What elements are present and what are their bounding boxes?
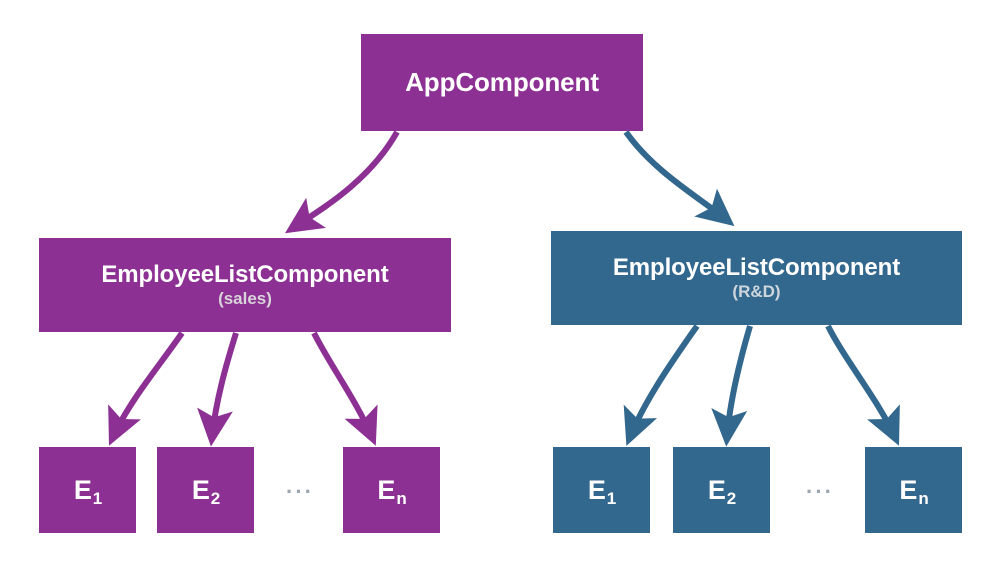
employee-base-letter: E (707, 474, 726, 505)
node-employee-rnd-2[interactable]: E2 (673, 447, 770, 533)
edge-root-to-rnd (623, 130, 735, 227)
node-employee-sales-2-label: E2 (191, 474, 221, 508)
node-employee-sales-2[interactable]: E2 (157, 447, 254, 533)
edge-rnd-to-e2 (711, 325, 753, 447)
node-employee-sales-n[interactable]: En (343, 447, 440, 533)
edge-sales-to-e2 (197, 332, 239, 447)
node-employee-sales-1-label: E1 (73, 474, 103, 508)
node-employee-list-component-rnd-label: EmployeeListComponent (612, 253, 901, 281)
ellipsis-rnd: ··· (806, 479, 834, 504)
edge-rnd-to-e1 (623, 324, 700, 446)
employee-subscript: n (396, 488, 407, 508)
node-employee-list-component-sales[interactable]: EmployeeListComponent (sales) (39, 238, 451, 332)
ellipsis-sales: ··· (286, 479, 314, 504)
node-employee-rnd-n[interactable]: En (865, 447, 962, 533)
employee-subscript: n (918, 488, 929, 508)
node-employee-list-component-sales-label: EmployeeListComponent (101, 260, 389, 288)
edge-sales-to-en (311, 331, 378, 446)
employee-subscript: 2 (210, 488, 221, 508)
edge-sales-to-e1 (108, 331, 185, 446)
employee-subscript: 1 (92, 488, 103, 508)
employee-base-letter: E (73, 474, 92, 505)
node-employee-list-component-rnd-subtitle: (R&D) (732, 282, 781, 302)
node-employee-rnd-n-label: En (899, 474, 929, 508)
employee-base-letter: E (191, 474, 210, 505)
employee-subscript: 2 (726, 488, 737, 508)
node-employee-list-component-sales-subtitle: (sales) (218, 289, 272, 309)
employee-subscript: 1 (606, 488, 617, 508)
node-employee-sales-1[interactable]: E1 (39, 447, 136, 533)
node-employee-rnd-2-label: E2 (707, 474, 737, 508)
edge-root-to-sales (284, 130, 400, 234)
node-app-component-label: AppComponent (405, 66, 599, 97)
employee-base-letter: E (377, 474, 396, 505)
employee-base-letter: E (587, 474, 606, 505)
node-employee-sales-n-label: En (377, 474, 407, 508)
node-employee-rnd-1-label: E1 (587, 474, 617, 508)
node-employee-list-component-rnd[interactable]: EmployeeListComponent (R&D) (551, 231, 962, 325)
edge-rnd-to-en (825, 324, 900, 446)
node-app-component[interactable]: AppComponent (361, 34, 643, 131)
employee-base-letter: E (899, 474, 918, 505)
node-employee-rnd-1[interactable]: E1 (553, 447, 650, 533)
